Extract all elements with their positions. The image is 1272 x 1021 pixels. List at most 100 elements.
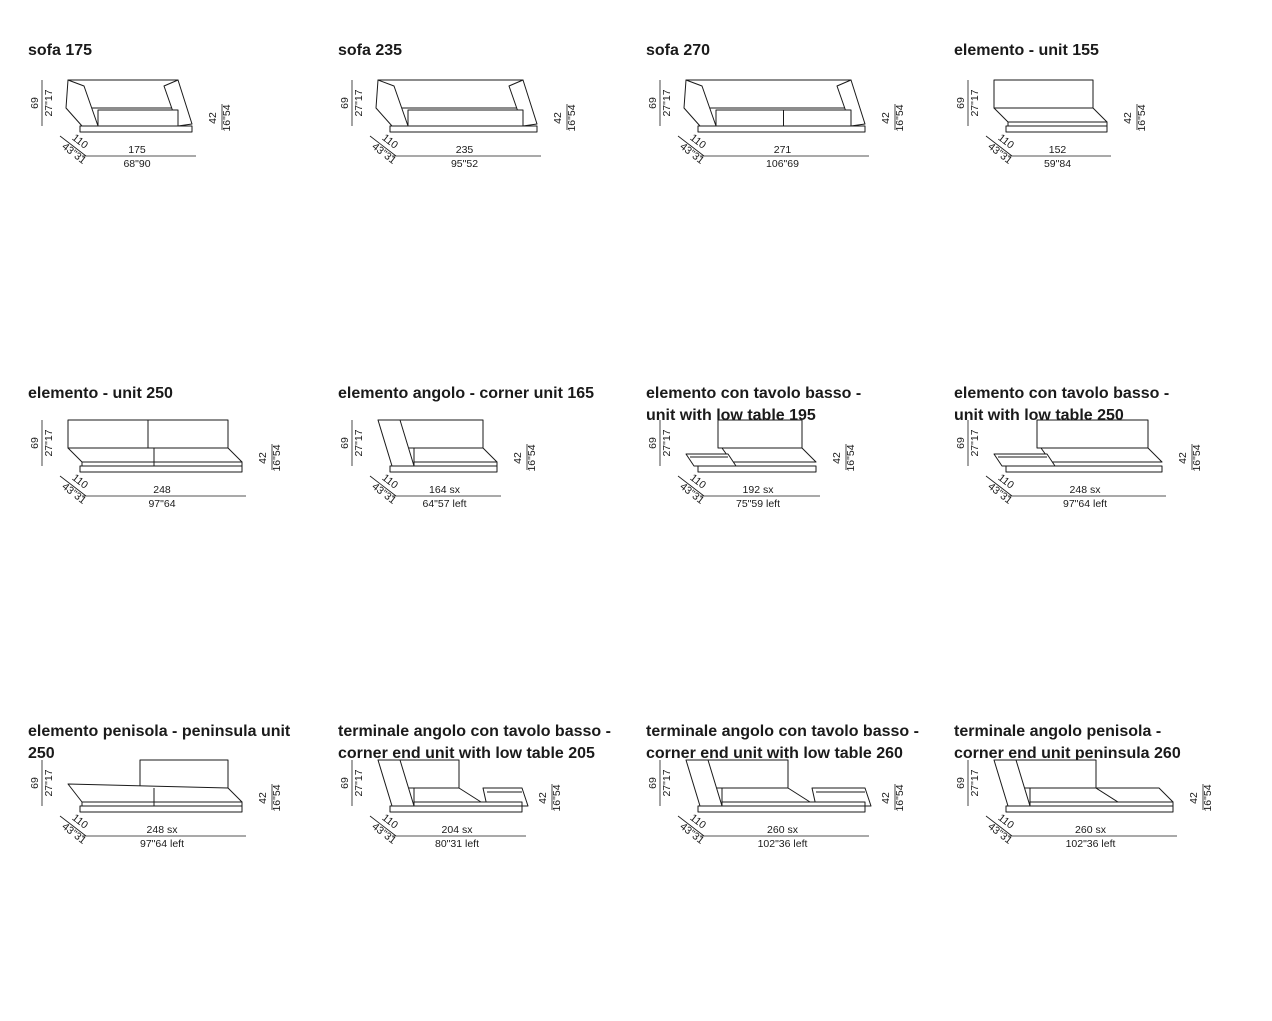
backrest — [399, 759, 460, 789]
height-in-label: 27"17 — [353, 89, 365, 116]
item-title: elemento penisola - peninsula unit 250 — [28, 723, 291, 762]
seat-cm-label: 42 — [552, 112, 564, 124]
seat-cm-label: 42 — [257, 452, 269, 464]
seat-top — [67, 447, 243, 463]
seat-front — [413, 461, 498, 467]
width-cm-label: 235 — [456, 144, 474, 156]
base-plinth — [389, 125, 538, 133]
height-in-label: 27"17 — [969, 89, 981, 116]
height-in-label: 27"17 — [969, 769, 981, 796]
seat-top — [1040, 447, 1163, 463]
depth-dimension-line — [677, 815, 705, 837]
seat-cm-label: 42 — [512, 452, 524, 464]
width-cm-label: 192 sx — [743, 484, 775, 496]
seat-in-label: 16"54 — [551, 784, 563, 811]
width-in-label: 95"52 — [451, 158, 478, 170]
item-title: terminale angolo penisola - corner end u… — [954, 723, 1181, 762]
backrest — [399, 419, 484, 449]
depth-dimension-line — [369, 815, 397, 837]
width-cm-label: 175 — [128, 144, 146, 156]
depth-dimension-line — [985, 815, 1013, 837]
base-plinth — [79, 465, 243, 473]
backrest — [707, 759, 789, 789]
backrest — [1036, 419, 1149, 449]
height-cm-label: 69 — [647, 777, 659, 789]
seat-in-label: 16"54 — [1136, 104, 1148, 131]
height-in-label: 27"17 — [353, 429, 365, 456]
seat-top — [413, 447, 498, 463]
item-corner-end-low-table-260: terminale angolo con tavolo basso - corn… — [646, 721, 946, 1021]
low-table — [993, 453, 1056, 467]
item-corner-end-peninsula-260: terminale angolo penisola - corner end u… — [954, 721, 1254, 1021]
width-in-label: 102"36 left — [758, 838, 808, 850]
item-title: sofa 235 — [338, 42, 403, 59]
height-cm-label: 69 — [955, 437, 967, 449]
backrest — [139, 759, 229, 789]
seat-cm-label: 42 — [537, 792, 549, 804]
width-in-label: 75"59 left — [736, 498, 780, 510]
depth-dimension-line — [59, 815, 87, 837]
base-plinth — [1005, 805, 1174, 813]
seat-cm-label: 42 — [880, 792, 892, 804]
base-plinth — [1005, 465, 1163, 473]
height-in-label: 27"17 — [661, 769, 673, 796]
base-plinth — [1005, 125, 1108, 133]
left-armrest — [65, 79, 99, 127]
seat-front — [721, 801, 866, 807]
depth-dimension-line — [59, 475, 87, 497]
item-title: sofa 270 — [646, 42, 711, 59]
seat-cm-label: 42 — [1188, 792, 1200, 804]
seat-cm-label: 42 — [1122, 112, 1134, 124]
height-in-label: 27"17 — [43, 769, 55, 796]
left-armrest — [375, 79, 409, 127]
width-cm-label: 248 sx — [1070, 484, 1102, 496]
seat-in-label: 16"54 — [566, 104, 578, 131]
height-cm-label: 69 — [955, 777, 967, 789]
item-title: elemento - unit 155 — [954, 42, 1099, 59]
base-plinth — [697, 465, 817, 473]
seat-front — [81, 801, 243, 807]
seat-front — [1007, 121, 1108, 127]
width-cm-label: 164 sx — [429, 484, 461, 496]
width-in-label: 64"57 left — [422, 498, 466, 510]
item-title: elemento - unit 250 — [28, 385, 173, 402]
seat-cushion — [97, 109, 179, 127]
seat-front — [413, 801, 523, 807]
width-in-label: 106"69 — [766, 158, 799, 170]
depth-dimension-line — [985, 475, 1013, 497]
width-cm-label: 248 — [153, 484, 171, 496]
item-title: terminale angolo con tavolo basso - corn… — [338, 723, 611, 762]
seat-in-label: 16"54 — [221, 104, 233, 131]
height-in-label: 27"17 — [353, 769, 365, 796]
height-cm-label: 69 — [647, 97, 659, 109]
backrest — [685, 79, 852, 109]
seat-front — [1029, 801, 1174, 807]
width-in-label: 97"64 left — [1063, 498, 1107, 510]
height-cm-label: 69 — [955, 97, 967, 109]
width-in-label: 102"36 left — [1066, 838, 1116, 850]
seat-top — [993, 107, 1108, 123]
item-title: terminale angolo con tavolo basso - corn… — [646, 723, 919, 762]
width-cm-label: 260 sx — [1075, 824, 1107, 836]
height-in-label: 27"17 — [969, 429, 981, 456]
height-in-label: 27"17 — [661, 89, 673, 116]
seat-in-label: 16"54 — [526, 444, 538, 471]
base-plinth — [697, 805, 866, 813]
item-unit-low-table-195: elemento con tavolo basso - unit with lo… — [646, 383, 946, 683]
seat-in-label: 16"54 — [1202, 784, 1214, 811]
depth-dimension-line — [369, 135, 397, 157]
height-cm-label: 69 — [339, 97, 351, 109]
